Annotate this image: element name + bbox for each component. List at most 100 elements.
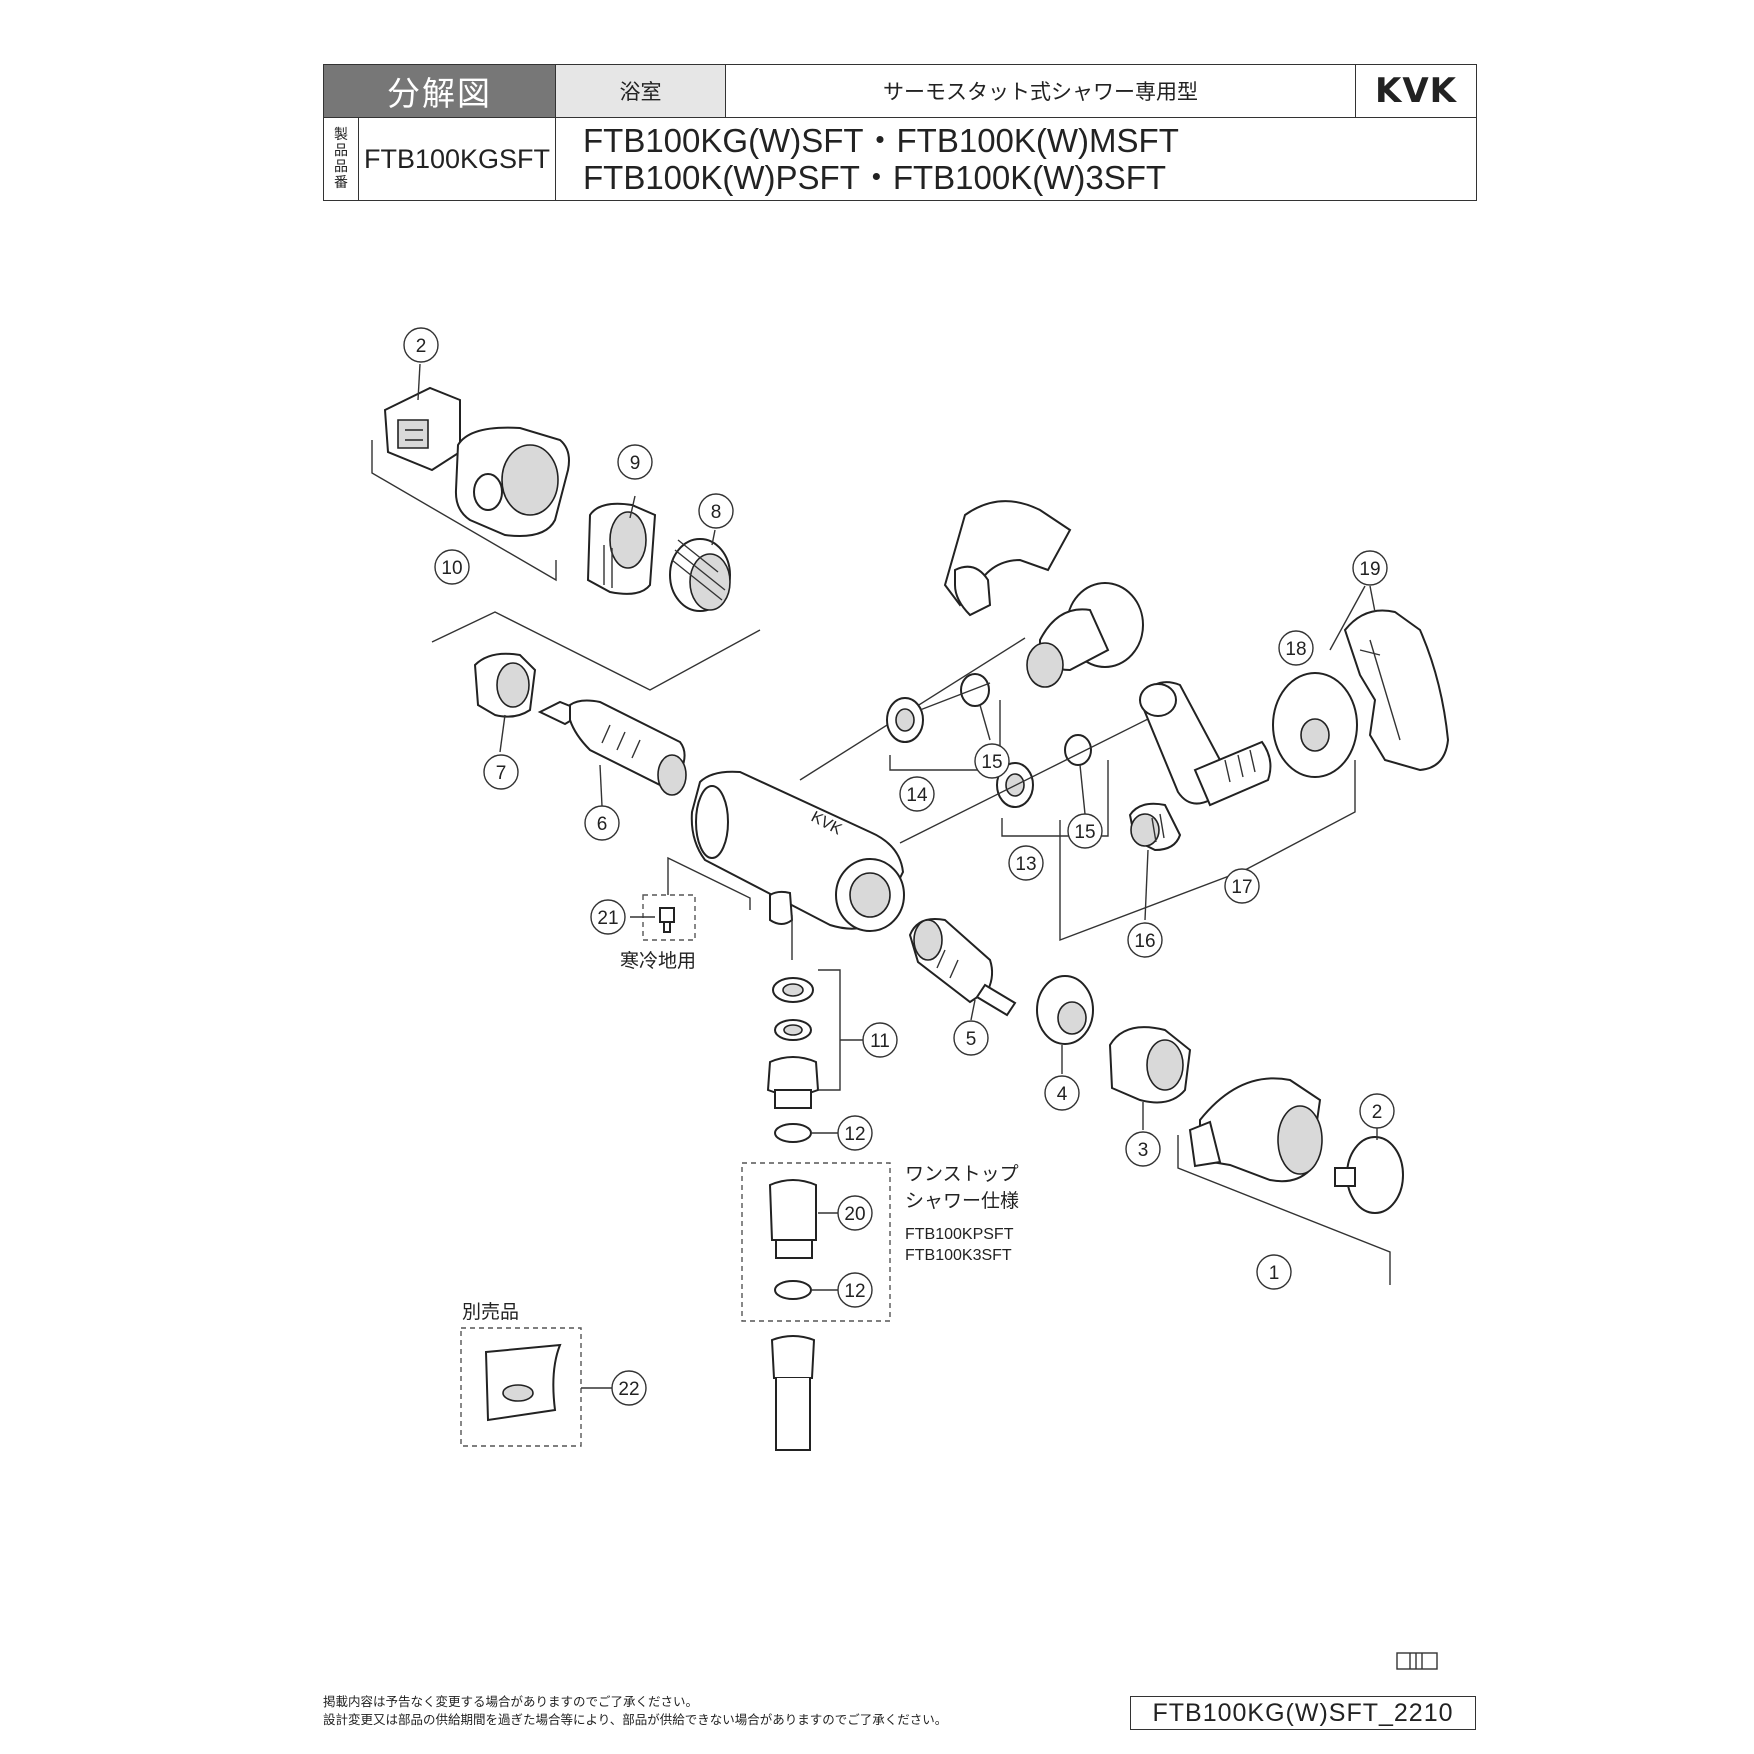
- part-10-handle-assembly: [371, 386, 570, 582]
- callout-22: 22: [611, 1370, 647, 1406]
- svg-text:21: 21: [597, 908, 618, 929]
- svg-text:8: 8: [711, 502, 722, 523]
- product-number-vertical-label: 製 品 品 番: [324, 118, 359, 200]
- callout-16: 16: [1127, 922, 1163, 958]
- leader-1-bracket: [1177, 1135, 1391, 1285]
- part-20-one-stop-valve: [768, 1179, 817, 1259]
- svg-text:3: 3: [1138, 1140, 1149, 1161]
- svg-text:2: 2: [1372, 1102, 1383, 1123]
- part-9-adapter: [586, 502, 657, 595]
- svg-text:4: 4: [1057, 1084, 1068, 1105]
- callout-18: 18: [1278, 630, 1314, 666]
- applicable-models-line1: FTB100KG(W)SFT・FTB100K(W)MSFT: [583, 122, 1179, 159]
- part-7-ring-adapter: [473, 652, 537, 718]
- callout-3: 3: [1125, 1131, 1161, 1167]
- callout-5: 5: [953, 1020, 989, 1056]
- leader-14-bracket: [889, 700, 1001, 771]
- footer-note-2: 設計変更又は部品の供給期間を過ぎた場合等により、部品が供給できない場合があります…: [323, 1712, 948, 1727]
- one-stop-model2: FTB100K3SFT: [905, 1247, 1012, 1264]
- leader-13-bracket: [1001, 760, 1109, 837]
- document-code: FTB100KG(W)SFT_2210: [1130, 1696, 1476, 1730]
- model-number: FTB100KGSFT: [359, 118, 556, 200]
- one-stop-model1: FTB100KPSFT: [905, 1226, 1014, 1243]
- supply-pipe: [770, 1335, 816, 1451]
- callout-15a: 15: [974, 743, 1010, 779]
- sold-separately-label: 別売品: [462, 1301, 519, 1323]
- part-12-packing-upper: [774, 1123, 812, 1143]
- callout-10: 10: [434, 549, 470, 585]
- part-11-union-set: [766, 977, 820, 1109]
- footer-note-1: 掲載内容は予告なく変更する場合がありますのでご了承ください。: [323, 1694, 699, 1709]
- svg-text:16: 16: [1134, 931, 1155, 952]
- callout-11: 11: [862, 1022, 898, 1058]
- part-14-check-valve-upper: [886, 697, 924, 743]
- svg-text:11: 11: [870, 1031, 890, 1052]
- part-18-wall-cover: [1272, 672, 1358, 778]
- leader-bracket-upper: [431, 611, 761, 691]
- part-5-switch-cartridge: [908, 918, 1017, 1017]
- svg-text:15: 15: [1074, 822, 1095, 843]
- callout-13: 13: [1008, 845, 1044, 881]
- svg-text:22: 22: [618, 1379, 639, 1400]
- part-2-cap-right: [1334, 1136, 1404, 1214]
- part-6-thermostat-cartridge: [537, 699, 687, 796]
- header-table: 分解図 浴室 サーモスタット式シャワー専用型 KVK 製 品 品 番 FTB10…: [323, 64, 1477, 201]
- leader-lines: [417, 363, 1378, 1389]
- brand-logo: KVK: [1374, 71, 1457, 111]
- callout-4: 4: [1044, 1075, 1080, 1111]
- faucet-body: KVK: [690, 770, 905, 932]
- svg-text:19: 19: [1359, 559, 1380, 580]
- callout-21: 21: [590, 899, 626, 935]
- svg-text:15: 15: [981, 752, 1002, 773]
- callout-8: 8: [698, 493, 734, 529]
- header-row-top: 分解図 浴室 サーモスタット式シャワー専用型 KVK: [324, 65, 1476, 118]
- footer-notes: 掲載内容は予告なく変更する場合がありますのでご了承ください。 設計変更又は部品の…: [323, 1693, 947, 1729]
- cold-region-label: 寒冷地用: [620, 950, 696, 972]
- svg-text:20: 20: [844, 1204, 865, 1225]
- svg-text:1: 1: [1269, 1263, 1280, 1284]
- category-label: 浴室: [556, 65, 726, 117]
- leader-11-bracket: [818, 969, 841, 1091]
- svg-text:10: 10: [441, 558, 462, 579]
- part-19-cover: [1343, 609, 1450, 772]
- callout-12a: 12: [837, 1115, 873, 1151]
- leader-21: [667, 856, 751, 910]
- part-10-bracket: [371, 440, 557, 582]
- svg-text:7: 7: [496, 763, 507, 784]
- part-8-ring: [669, 538, 731, 612]
- svg-text:14: 14: [906, 785, 928, 806]
- page-marker-icon: [1396, 1652, 1438, 1670]
- part-21-drain-plug: [659, 907, 675, 933]
- one-stop-dashed-box: [741, 1162, 891, 1322]
- svg-text:17: 17: [1231, 877, 1252, 898]
- applicable-models-line2: FTB100K(W)PSFT・FTB100K(W)3SFT: [583, 159, 1167, 196]
- part-15-oring-upper: [960, 673, 990, 707]
- page-title: 分解図: [324, 65, 556, 117]
- svg-text:18: 18: [1285, 639, 1306, 660]
- callout-6: 6: [584, 805, 620, 841]
- callout-20: 20: [837, 1195, 873, 1231]
- one-stop-label-line2: シャワー仕様: [905, 1190, 1019, 1212]
- callout-14: 14: [899, 776, 935, 812]
- svg-text:12: 12: [844, 1281, 865, 1302]
- svg-text:9: 9: [630, 453, 641, 474]
- callout-19: 19: [1352, 550, 1388, 586]
- product-description: サーモスタット式シャワー専用型: [726, 65, 1356, 117]
- callout-15b: 15: [1067, 813, 1103, 849]
- part-4-ring: [1036, 975, 1094, 1045]
- part-3-adapter: [1108, 1026, 1192, 1104]
- callout-2b: 2: [1359, 1093, 1395, 1129]
- part-22-packing: [502, 1384, 534, 1402]
- svg-text:5: 5: [966, 1029, 977, 1050]
- header-row-models: 製 品 品 番 FTB100KGSFT FTB100KG(W)SFT・FTB10…: [324, 118, 1476, 200]
- callout-17: 17: [1224, 868, 1260, 904]
- part-1-handle: [1188, 1077, 1323, 1183]
- callout-9: 9: [617, 444, 653, 480]
- svg-text:6: 6: [597, 814, 608, 835]
- part-12-packing-lower: [774, 1280, 812, 1300]
- sold-separately-dashed-box: [460, 1327, 582, 1447]
- part-16-connector: [1128, 802, 1182, 852]
- svg-text:2: 2: [416, 336, 427, 357]
- callout-12b: 12: [837, 1272, 873, 1308]
